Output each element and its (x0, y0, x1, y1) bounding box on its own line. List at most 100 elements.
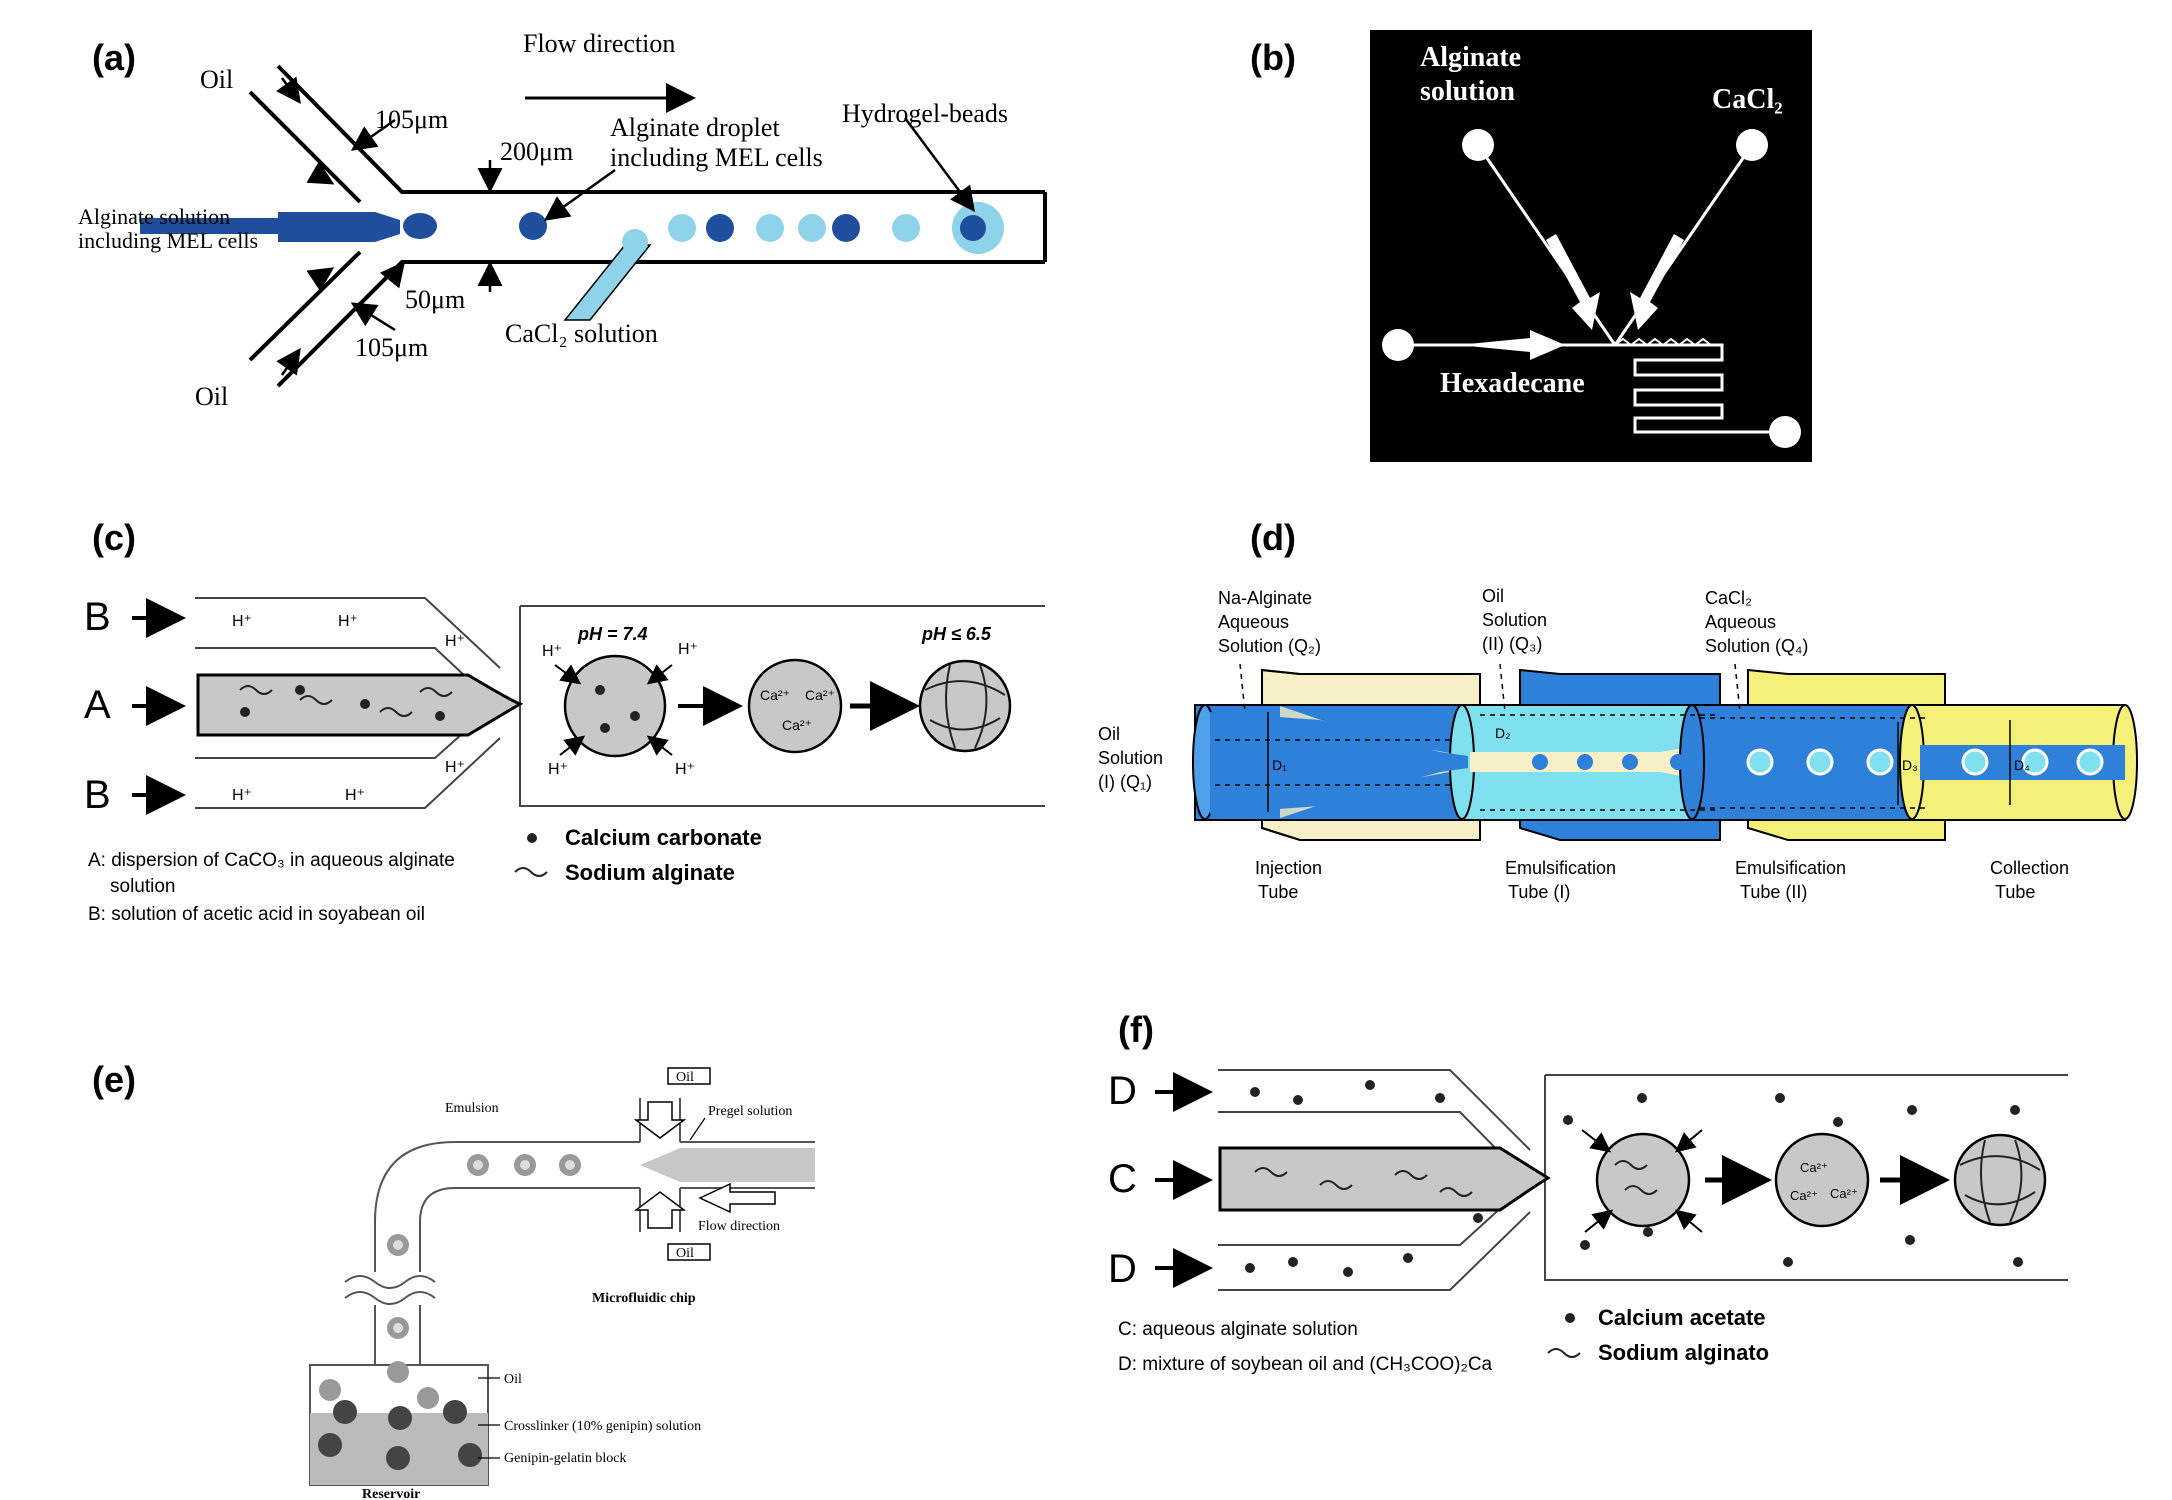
alginate-core-stream (196, 673, 524, 737)
label-A: A (84, 683, 111, 727)
svg-text:H⁺: H⁺ (232, 787, 252, 804)
label-block: Genipin-gelatin block (504, 1451, 626, 1466)
label-oil2-2: Solution (1482, 610, 1547, 630)
panel-d-droplets (1532, 748, 2104, 776)
panel-a: (a) (78, 29, 1047, 411)
label-oil-bottom: Oil (676, 1246, 694, 1261)
label-105-bottom: 105μm (355, 333, 428, 362)
legend-dot (527, 833, 537, 843)
label-ph-6: pH ≤ 6.5 (921, 624, 992, 644)
label-oil1-2: Solution (1098, 748, 1163, 768)
panel-a-droplets (519, 202, 1004, 254)
panel-f-label: (f) (1118, 1009, 1154, 1050)
particle-f2 (1774, 1132, 1870, 1228)
svg-text:H⁺: H⁺ (345, 787, 365, 804)
panel-c-legend: Calcium carbonate Sodium alginate (565, 825, 762, 885)
label-chip: Microfluidic chip (592, 1291, 696, 1306)
label-B-top: B (84, 595, 111, 639)
note-C: C: aqueous alginate solution (1118, 1319, 1358, 1340)
legend-wave-f (1547, 1348, 1581, 1358)
label-ca-1: CaCl₂ (1705, 588, 1752, 608)
legend-calcium-acetate: Calcium acetate (1598, 1305, 1766, 1330)
label-em1-1: Emulsification (1505, 858, 1616, 878)
panel-f-legend: Calcium acetate Sodium alginato (1598, 1305, 1769, 1365)
panel-c-inlet-arrows (132, 598, 186, 815)
svg-text:Ca²⁺: Ca²⁺ (782, 717, 812, 733)
label-ca-3: Solution (Q₄) (1705, 636, 1808, 656)
label-solution: solution (1420, 76, 1515, 107)
label-reservoir: Reservoir (362, 1487, 420, 1500)
label-col-1: Collection (1990, 858, 2069, 878)
label-50: 50μm (405, 285, 465, 314)
label-oil-reservoir: Oil (504, 1372, 522, 1387)
panel-f-channels (1218, 1069, 2068, 1291)
label-hexadecane: Hexadecane (1440, 368, 1585, 399)
panel-c-ph: pH = 7.4 pH ≤ 6.5 (577, 624, 992, 644)
svg-text:Ca²⁺: Ca²⁺ (760, 687, 790, 703)
panel-c: (c) B A B H⁺ H⁺ (84, 517, 1045, 925)
label-emulsion: Emulsion (445, 1101, 499, 1116)
label-inlet-2: including MEL cells (78, 228, 258, 253)
label-200: 200μm (500, 137, 573, 166)
panel-c-h-ions: H⁺ H⁺ H⁺ H⁺ H⁺ H⁺ H⁺ H⁺ H⁺ H⁺ (232, 613, 698, 804)
note-A-1: A: dispersion of CaCO₃ in aqueous algina… (88, 850, 455, 871)
panel-b: (b) Alginate solution CaCl₂ Hexadecane (1250, 30, 1812, 462)
label-D-top: D (1108, 1069, 1137, 1113)
panel-c-core-waves (239, 685, 453, 717)
label-inj-1: Injection (1255, 858, 1322, 878)
label-alginate: Alginate (1420, 42, 1521, 73)
panel-f-stream-labels: D C D (1108, 1069, 1137, 1291)
label-em2-1: Emulsification (1735, 858, 1846, 878)
panel-d-labels: Na-Alginate Aqueous Solution (Q₂) Oil So… (1098, 586, 2069, 902)
label-droplet-1: Alginate droplet (610, 113, 780, 142)
label-droplet-2: including MEL cells (610, 143, 823, 172)
note-D: D: mixture of soybean oil and (CH₃COO)₂C… (1118, 1354, 1493, 1375)
label-oil2-3: (II) (Q₃) (1482, 634, 1542, 654)
label-flow: Flow direction (698, 1219, 780, 1234)
panel-a-labels: Oil Oil Flow direction 105μm 200μm 50μm … (78, 29, 1008, 411)
label-em1-2: Tube (I) (1508, 882, 1570, 902)
alginate-inlet-stream (278, 212, 400, 242)
label-crosslinker: Crosslinker (10% genipin) solution (504, 1419, 701, 1434)
note-B: B: solution of acetic acid in soyabean o… (88, 904, 425, 925)
forming-droplet (403, 213, 437, 239)
cacl2-inlet-channel (563, 244, 652, 321)
panel-b-label: (b) (1250, 37, 1296, 78)
svg-text:Ca²⁺: Ca²⁺ (1800, 1160, 1828, 1175)
gelled-bead (918, 659, 1012, 753)
panel-d-label: (d) (1250, 517, 1296, 558)
panel-d: (d) (1098, 517, 2138, 902)
label-inlet-1: Alginate solution (78, 204, 230, 229)
note-A-2: solution (110, 876, 176, 897)
svg-text:Ca²⁺: Ca²⁺ (1790, 1188, 1818, 1203)
svg-text:D₃: D₃ (1902, 757, 1918, 773)
panel-e-arrows (633, 1101, 776, 1229)
svg-text:D₁: D₁ (1272, 757, 1287, 773)
particle-f1 (1595, 1132, 1691, 1228)
label-cacl2: CaCl₂ (1712, 84, 1783, 115)
svg-text:H⁺: H⁺ (445, 633, 465, 650)
legend-sodium-alginate: Sodium alginate (565, 860, 735, 885)
panel-a-label: (a) (92, 37, 136, 78)
label-na-2: Aqueous (1218, 612, 1289, 632)
legend-wave (514, 867, 548, 877)
panel-e: (e) (92, 1059, 815, 1500)
panel-f-notes: C: aqueous alginate solution D: mixture … (1118, 1319, 1493, 1375)
label-oil2-1: Oil (1482, 586, 1504, 606)
panel-b-chip (1370, 30, 1812, 462)
legend-dot-f (1565, 1313, 1575, 1323)
label-flow-direction: Flow direction (523, 29, 675, 58)
particle-ca-release (747, 658, 843, 754)
svg-text:Ca²⁺: Ca²⁺ (805, 687, 835, 703)
svg-text:H⁺: H⁺ (232, 613, 252, 630)
svg-text:D₂: D₂ (1495, 725, 1511, 741)
panel-b-flow-arrows (1458, 234, 1684, 360)
label-oil1-3: (I) (Q₁) (1098, 772, 1152, 792)
panel-a-arrows (276, 76, 975, 376)
svg-text:H⁺: H⁺ (675, 761, 695, 778)
label-oil-bottom: Oil (195, 382, 228, 411)
panel-f-dots (1245, 1080, 2023, 1277)
panel-e-label: (e) (92, 1059, 136, 1100)
label-B-bottom: B (84, 773, 111, 817)
